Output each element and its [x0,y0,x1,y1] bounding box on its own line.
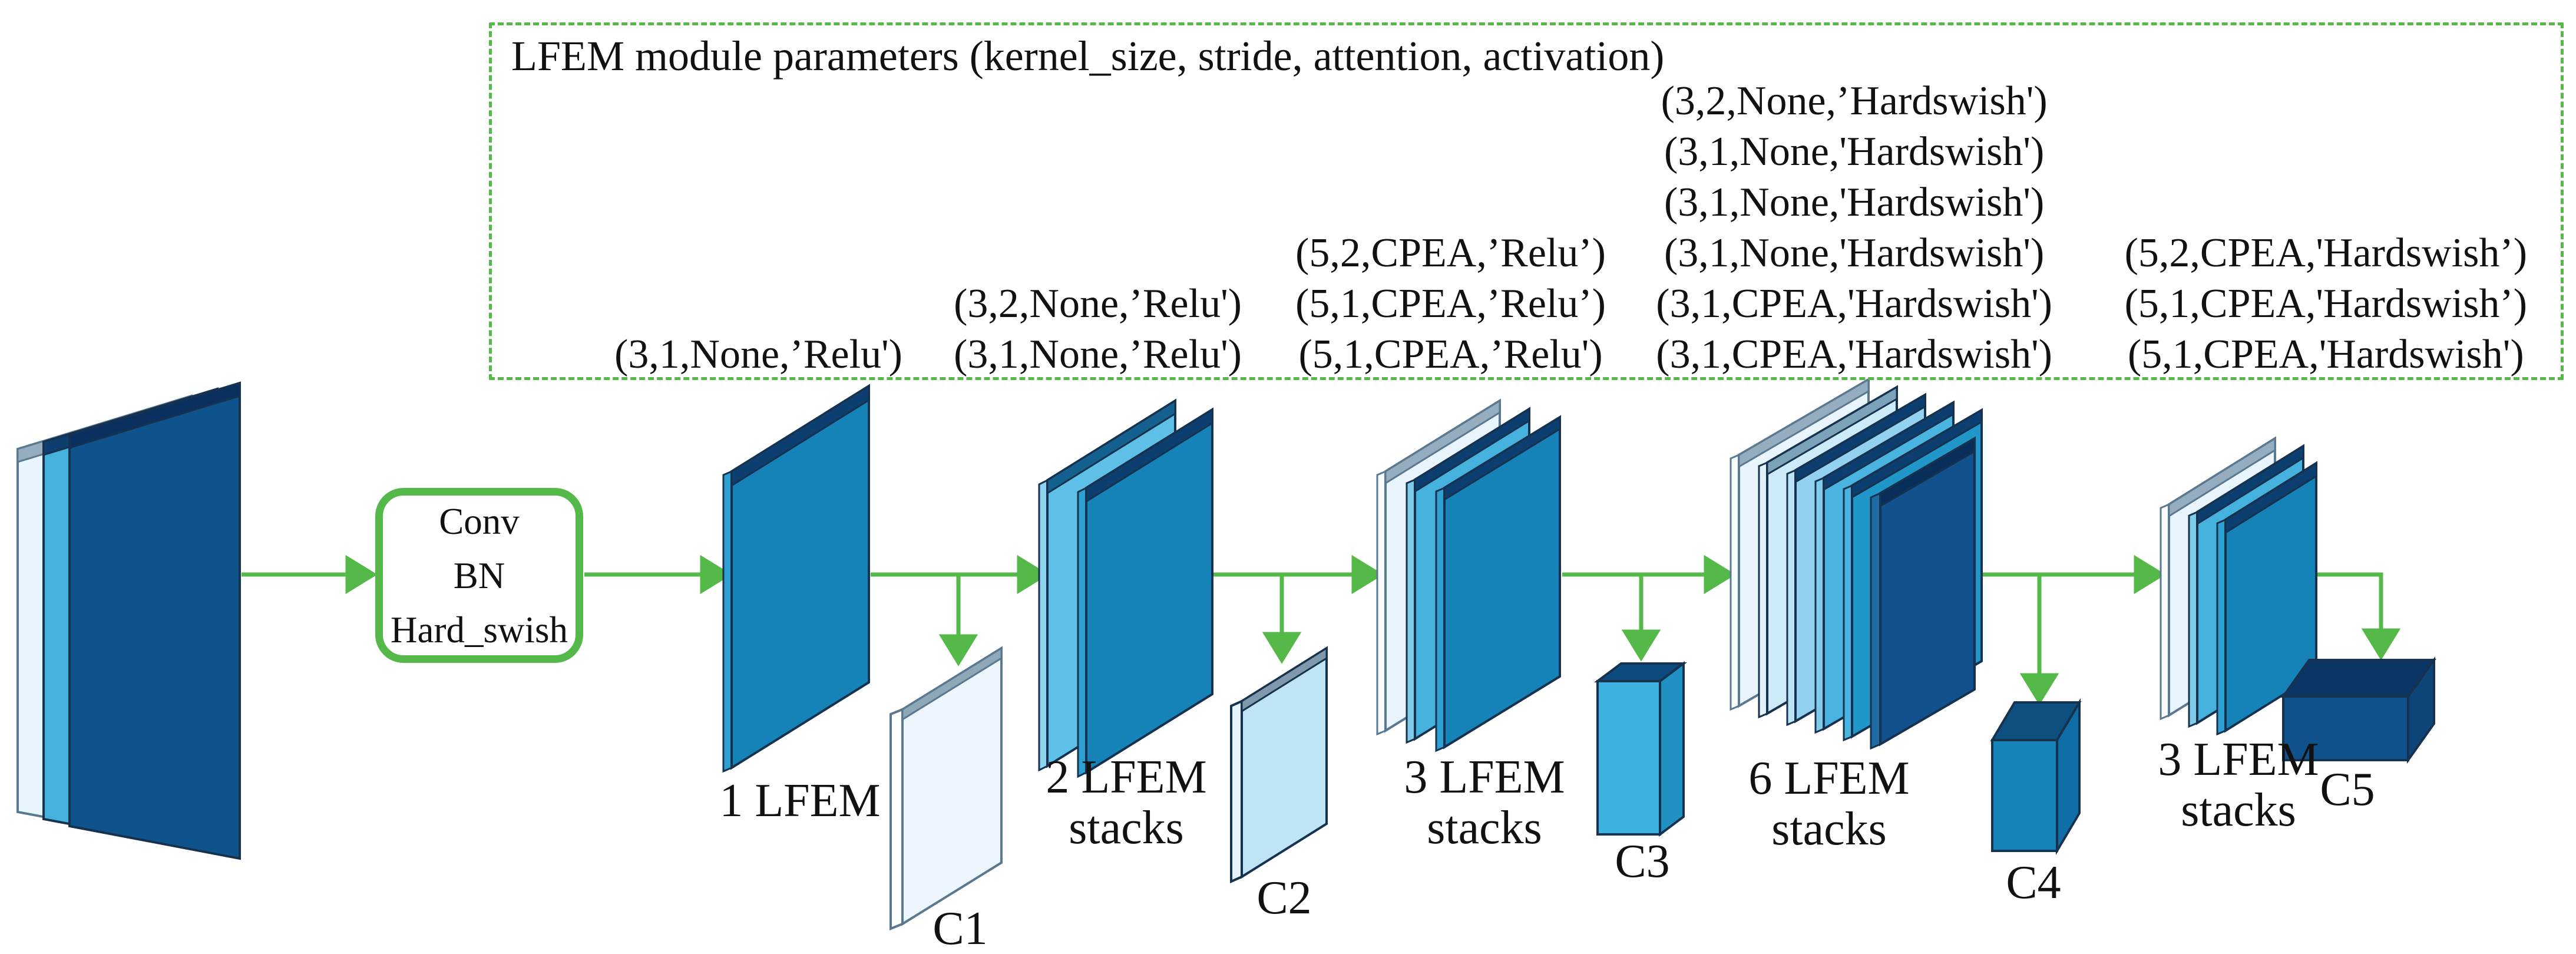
stage-1-label: 1 LFEM [670,775,930,826]
stage-label-line: 2 LFEM [1046,751,1207,803]
stage-3-lfem-stacks-block [1376,398,1561,752]
param-tuple: (3,1,None,'Hardswish') [1664,230,2045,276]
param-column-stage3: (5,2,CPEA,’Relu’) (5,1,CPEA,’Relu’) (5,1… [1295,228,1606,380]
output-c4-block [1990,698,2082,856]
arrowhead-stage2-to-stage3-icon [1351,554,1384,595]
output-c5-block [2281,656,2436,764]
param-tuple: (3,1,None,’Relu') [954,332,1242,377]
stage-4-lfem-stacks-block [1730,377,1983,750]
param-column-stage5: (5,2,CPEA,'Hardswish’) (5,1,CPEA,'Hardsw… [2125,228,2527,380]
stage-5-label: 3 LFEM stacks [2109,734,2368,836]
stage-label-line: stacks [1069,802,1184,854]
arrowhead-c1-icon [938,634,978,666]
param-tuple: (5,2,CPEA,'Hardswish’) [2124,230,2527,276]
output-c2-label: C2 [1256,872,1312,924]
flow-arrows [242,554,2401,705]
param-tuple: (3,1,None,’Relu') [614,332,902,377]
arrowhead-stage4-to-stage5-icon [2134,554,2166,595]
lfem-parameters-title: LFEM module parameters (kernel_size, str… [511,32,1665,80]
arrowhead-stage1-to-stage2-icon [1017,554,1049,595]
param-tuple: (3,1,CPEA,'Hardswish') [1656,281,2052,326]
input-image-stack [16,381,241,860]
stage-1-lfem-block [722,384,870,773]
stage-label-line: 3 LFEM [2158,734,2319,785]
conv-bn-hardswish-block: Conv BN Hard_swish [375,488,583,663]
arrowhead-c5-icon [2361,628,2401,661]
arrowhead-stage3-to-stage4-icon [1704,554,1736,595]
stage-4-label: 6 LFEM stacks [1699,753,1959,854]
output-c1-label: C1 [932,903,988,954]
stage-2-label: 2 LFEM stacks [997,752,1256,853]
arrowhead-conv-to-stage1-icon [700,554,732,595]
conv-line: Conv [439,500,520,542]
stage-label-line: stacks [1427,802,1542,854]
param-tuple: (3,1,None,'Hardswish') [1664,180,2045,225]
param-tuple: (5,2,CPEA,’Relu’) [1295,230,1606,276]
output-c4-label: C4 [2006,857,2061,909]
arrowhead-c4-icon [2019,673,2059,705]
arrowhead-input-to-conv-icon [345,554,378,595]
output-c2-block [1230,646,1328,884]
param-tuple: (5,1,CPEA,’Relu’) [1295,281,1606,326]
param-tuple: (3,1,None,'Hardswish') [1664,129,2045,174]
output-c3-label: C3 [1615,836,1670,887]
stage-label-line: 6 LFEM [1748,752,1910,804]
param-tuple: (3,2,None,’Hardswish') [1661,78,2048,124]
lfem-parameters-box [489,22,2564,380]
elbow-line-c5 [2317,572,2383,631]
param-column-stage4: (3,2,None,’Hardswish') (3,1,None,'Hardsw… [1656,76,2052,380]
stage-5-lfem-stacks-block [2160,436,2317,736]
param-column-stage2: (3,2,None,’Relu') (3,1,None,’Relu') [954,279,1242,380]
arrowhead-c3-icon [1621,629,1661,662]
param-column-stage1: (3,1,None,’Relu') [614,329,902,380]
output-c1-block [889,646,1003,930]
param-tuple: (5,1,CPEA,'Hardswish’) [2124,281,2527,326]
param-tuple: (5,1,CPEA,’Relu') [1298,332,1603,377]
stage-label-line: 3 LFEM [1404,751,1565,803]
param-tuple: (3,1,CPEA,'Hardswish') [1656,332,2052,377]
stage-label-line: stacks [2181,784,2296,836]
arrowhead-c2-icon [1262,632,1302,664]
param-tuple: (5,1,CPEA,'Hardswish') [2127,332,2524,377]
param-tuple: (3,2,None,’Relu') [954,281,1242,326]
hardswish-line: Hard_swish [391,609,568,651]
stage-label-line: 1 LFEM [719,775,881,827]
stage-3-label: 3 LFEM stacks [1355,752,1614,853]
output-c3-block [1594,661,1687,837]
stage-label-line: stacks [1771,803,1887,855]
output-c5-label: C5 [2320,764,2375,816]
stage-2-lfem-stacks-block [1038,398,1213,778]
bn-line: BN [453,554,505,596]
